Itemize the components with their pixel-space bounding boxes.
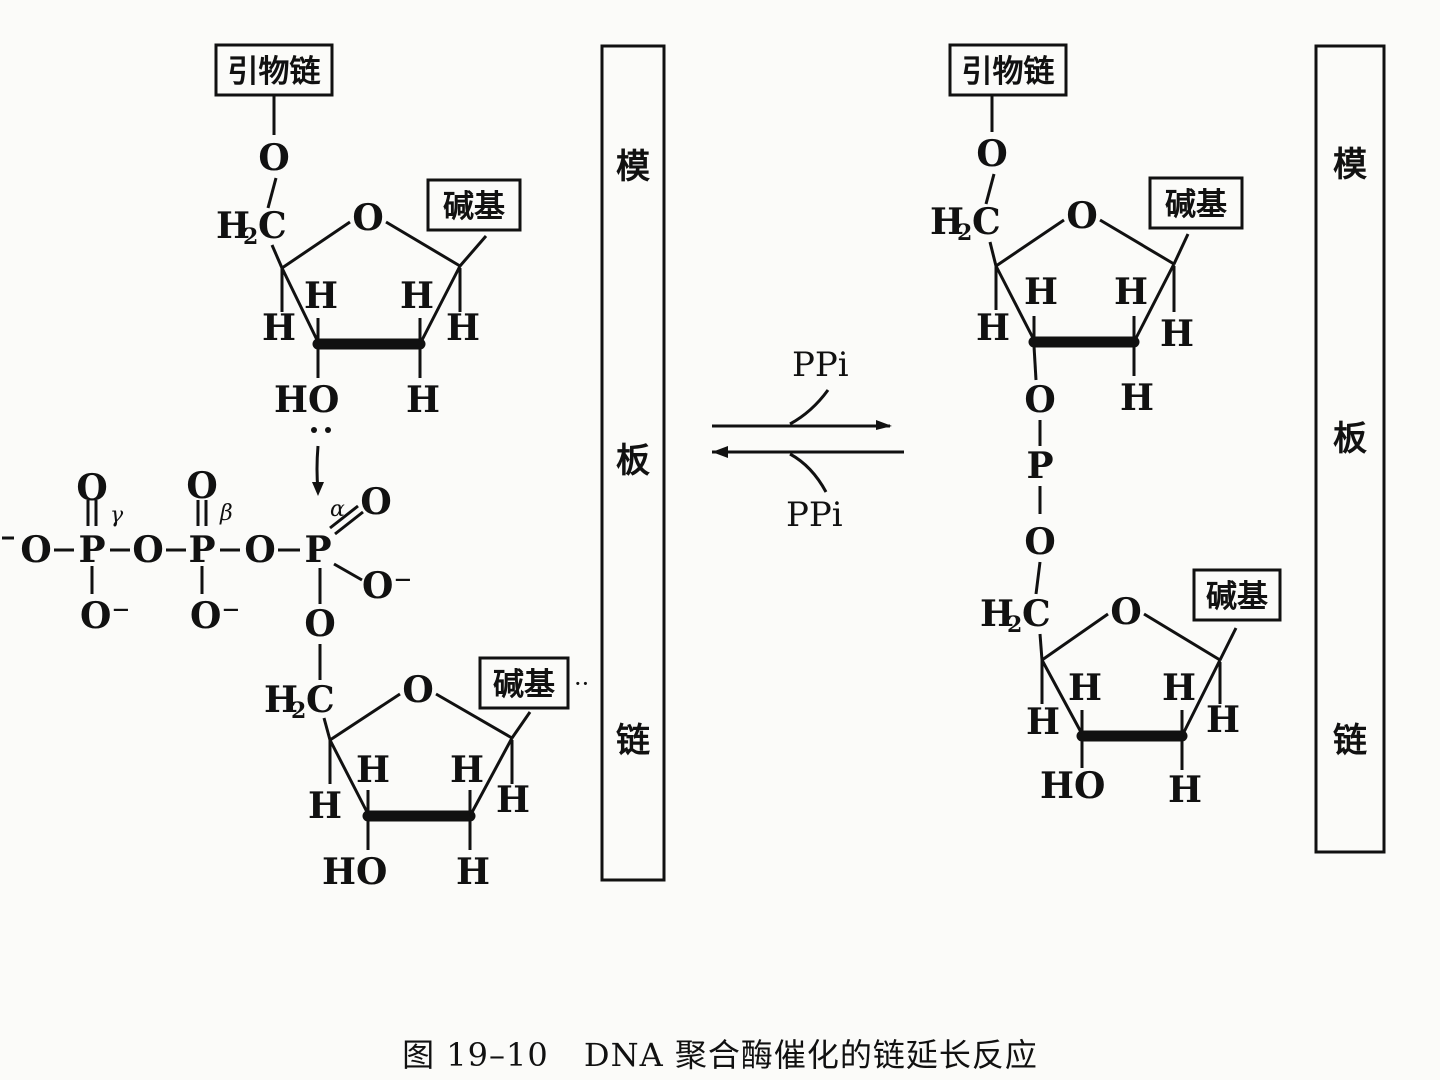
atom-h: H bbox=[1168, 769, 1202, 811]
atom-o: O bbox=[244, 529, 275, 571]
sugar-ring-upper: O H H H H HO H bbox=[262, 197, 488, 421]
template-char: 链 bbox=[1333, 721, 1367, 761]
atom-h2c-h: H bbox=[980, 593, 1014, 635]
phosphate-gamma: P bbox=[78, 529, 105, 571]
figure-caption: 图 19–10 DNA 聚合酶催化的链延长反应 bbox=[0, 1030, 1440, 1076]
atom-h: H bbox=[450, 749, 484, 791]
atom-ho: HO bbox=[1040, 765, 1105, 807]
greek-gamma: γ bbox=[110, 503, 124, 528]
atom-h2c-c: C bbox=[258, 205, 287, 247]
atom-h2c-sub: 2 bbox=[1007, 612, 1022, 638]
atom-o: O bbox=[304, 603, 335, 645]
atom-o: O bbox=[20, 529, 51, 571]
primer-chain-label: 引物链 bbox=[228, 54, 321, 90]
atom-o-minus: O⁻ bbox=[362, 565, 412, 607]
atom-o: O bbox=[976, 133, 1007, 175]
atom-h2c-sub: 2 bbox=[291, 698, 306, 724]
atom-o: O bbox=[258, 137, 289, 179]
base-box bbox=[1148, 176, 1244, 230]
base-box bbox=[426, 178, 522, 232]
atom-o: O bbox=[186, 465, 217, 507]
phosphate-beta: P bbox=[188, 529, 215, 571]
ring-oxygen: O bbox=[402, 669, 433, 711]
template-char: 模 bbox=[616, 147, 650, 187]
atom-h: H bbox=[1024, 271, 1058, 313]
base-label: 碱基 bbox=[493, 667, 555, 703]
atom-o: O bbox=[1024, 521, 1055, 563]
atom-h2c-h: H bbox=[930, 201, 964, 243]
atom-h: H bbox=[356, 749, 390, 791]
atom-o: O bbox=[76, 467, 107, 509]
atom-h: H bbox=[496, 779, 530, 821]
greek-alpha: α bbox=[330, 497, 345, 522]
atom-p: P bbox=[1026, 445, 1053, 487]
atom-h2c-h: H bbox=[216, 205, 250, 247]
atom-h: H bbox=[406, 379, 440, 421]
ppi-label-bottom: PPi bbox=[786, 495, 843, 535]
atom-ho: HO bbox=[322, 851, 387, 893]
atom-h: H bbox=[446, 307, 480, 349]
sugar-ring-upper: O H H H H H bbox=[976, 195, 1194, 419]
template-char: 模 bbox=[1333, 145, 1367, 185]
template-char: 板 bbox=[1333, 419, 1367, 459]
atom-h2c-c: C bbox=[972, 201, 1001, 243]
atom-h2c-c: C bbox=[306, 679, 335, 721]
atom-h: H bbox=[1026, 701, 1060, 743]
atom-o-minus: O⁻ bbox=[190, 595, 240, 637]
atom-h: H bbox=[1206, 699, 1240, 741]
base-label: 碱基 bbox=[1165, 187, 1227, 223]
atom-h: H bbox=[1120, 377, 1154, 419]
base-box bbox=[1192, 568, 1282, 622]
atom-ho: HO bbox=[274, 379, 339, 421]
base-box bbox=[478, 656, 570, 710]
equilibrium-arrows: PPi PPi bbox=[712, 345, 904, 535]
atom-h: H bbox=[304, 275, 338, 317]
greek-beta: β bbox=[219, 501, 233, 526]
atom-h: H bbox=[976, 307, 1010, 349]
base-label: 碱基 bbox=[1206, 579, 1268, 615]
atom-h: H bbox=[400, 275, 434, 317]
phosphate-alpha: P bbox=[304, 529, 331, 571]
triphosphate-chain: O P O γ O⁻ O P O β O⁻ O P O α bbox=[2, 465, 412, 680]
atom-h: H bbox=[1114, 271, 1148, 313]
atom-h2c-c: C bbox=[1022, 593, 1051, 635]
sugar-ring-lower: O H H H H HO H bbox=[1026, 591, 1240, 811]
sugar-ring-lower: O H H H H HO H bbox=[308, 669, 532, 893]
ring-oxygen: O bbox=[1066, 195, 1097, 237]
figure-title: DNA 聚合酶催化的链延长反应 bbox=[583, 1036, 1038, 1074]
ring-oxygen: O bbox=[1110, 591, 1141, 633]
atom-h: H bbox=[308, 785, 342, 827]
primer-chain-box bbox=[948, 43, 1068, 97]
template-char: 链 bbox=[616, 721, 650, 761]
atom-h2c-sub: 2 bbox=[957, 220, 972, 246]
reactant-side: 引物链 O H 2 C O H H H H HO bbox=[2, 43, 666, 893]
atom-h: H bbox=[1162, 667, 1196, 709]
atom-o: O bbox=[360, 481, 391, 523]
atom-h2c-h: H bbox=[264, 679, 298, 721]
phosphodiester-bond: O P O bbox=[1024, 345, 1056, 595]
atom-o-minus: O⁻ bbox=[80, 595, 130, 637]
ring-oxygen: O bbox=[352, 197, 383, 239]
ppi-label-top: PPi bbox=[792, 345, 849, 385]
atom-h: H bbox=[456, 851, 490, 893]
nucleophilic-attack-arrow bbox=[311, 427, 331, 496]
base-label: 碱基 bbox=[443, 189, 505, 225]
atom-h: H bbox=[262, 307, 296, 349]
figure-number: 图 19–10 bbox=[402, 1036, 549, 1074]
template-strand-box bbox=[600, 44, 666, 882]
atom-h2c-sub: 2 bbox=[243, 224, 258, 250]
template-char: 板 bbox=[616, 441, 650, 481]
atom-h: H bbox=[1068, 667, 1102, 709]
primer-chain-label: 引物链 bbox=[962, 54, 1055, 90]
template-strand-box bbox=[1314, 44, 1386, 854]
product-side: 引物链 O H 2 C O H H H H H 碱基 bbox=[930, 43, 1386, 854]
atom-h: H bbox=[1160, 313, 1194, 355]
atom-o: O bbox=[1024, 379, 1055, 421]
base-pairing-dots: ·· bbox=[574, 670, 589, 698]
atom-o: O bbox=[132, 529, 163, 571]
